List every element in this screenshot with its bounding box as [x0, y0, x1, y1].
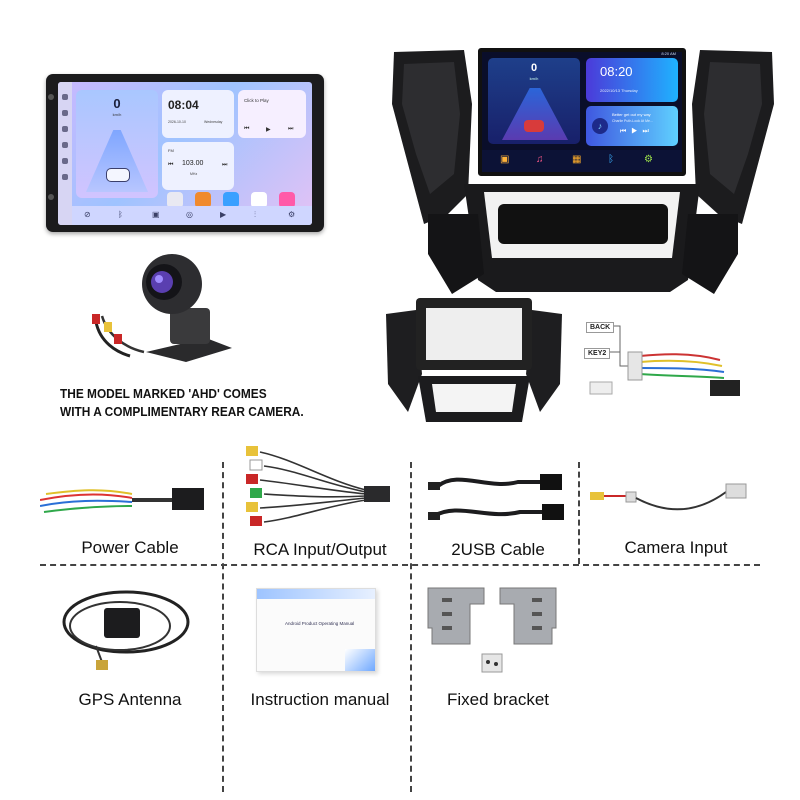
clock-time: 08:20	[600, 64, 633, 79]
camera-caption: THE MODEL MARKED 'AHD' COMES WITH A COMP…	[60, 387, 304, 419]
rca-cable-image	[246, 446, 390, 526]
playback-controls: ⏮▶⏭	[620, 128, 654, 135]
home-icon: ◎	[186, 210, 193, 219]
car-icon	[106, 168, 130, 182]
fm-frequency: 103.00	[182, 160, 204, 167]
media-icon: ▶	[220, 210, 227, 219]
grid-divider-horizontal	[40, 564, 760, 566]
speed-unit: km/h	[529, 76, 539, 81]
camera-input-label: Camera Input	[624, 538, 728, 557]
status-sidebar	[58, 82, 72, 225]
music-widget: Click to Play ⏮ ▶ ⏭	[238, 90, 306, 138]
grid-divider-vertical-2	[410, 462, 412, 792]
navigation-icon: ⊘	[84, 210, 91, 219]
power-cable-label: Power Cable	[81, 538, 179, 557]
song-artist: Charlie Puth-Look At Me...	[612, 119, 653, 123]
usb-cable-image	[428, 474, 564, 520]
camera-input-cable-image	[590, 483, 747, 511]
wiring-diagram-image	[589, 325, 740, 396]
dash-frame-graphic	[392, 50, 774, 294]
speed-widget: 0 km/h	[488, 58, 580, 144]
music-icon: ♫	[536, 154, 544, 165]
fm-widget: FM 103.00 MHz ⏮ ⏭	[162, 142, 234, 190]
fm-unit: MHz	[190, 172, 198, 176]
frame-screen: 8:20 AM 0 km/h 08:20 2022/10/13 Thursday…	[478, 48, 686, 176]
radio-icon: ▣	[500, 154, 510, 165]
manual-cover-text: Android Product Operating Manual	[285, 621, 355, 626]
music-prompt: Click to Play	[244, 98, 269, 103]
radio-icon: ▣	[152, 210, 160, 219]
instruction-manual-label: Instruction manual	[250, 690, 390, 709]
head-unit-screen: 0 km/h 08:04 2026-10-10 Wednesday Click …	[58, 82, 312, 225]
status-time: 8:20 AM	[661, 51, 676, 56]
song-title: Better get out my way	[612, 112, 651, 117]
clock-weekday: Wednesday	[204, 120, 223, 124]
gallery-icon	[223, 192, 239, 208]
prev-icon: ⏮	[168, 162, 174, 168]
bottom-dock: ⊘ ᛒ ▣ ◎ ▶ ⫶ ⚙	[72, 206, 312, 225]
next-icon: ⏭	[222, 162, 228, 168]
rca-cable-label: RCA Input/Output	[253, 540, 387, 559]
folder-icon	[195, 192, 211, 208]
fixed-bracket-label: Fixed bracket	[446, 690, 550, 709]
music-widget: ♪ Better get out my way Charlie Puth-Loo…	[586, 106, 678, 146]
clock-time: 08:04	[168, 98, 199, 112]
grid-divider-vertical-1	[222, 462, 224, 792]
fixed-bracket-image	[427, 587, 557, 673]
speed-unit: km/h	[112, 112, 122, 117]
bluetooth-icon: ᛒ	[118, 210, 123, 219]
usb-cable-label: 2USB Cable	[451, 540, 545, 559]
prev-icon: ⏮	[244, 126, 250, 132]
clock-widget: 08:04 2026-10-10 Wednesday	[162, 90, 234, 138]
speed-widget: 0 km/h	[76, 90, 158, 198]
key2-wire-tag: KEY2	[584, 348, 611, 359]
music-icon	[279, 192, 295, 208]
apps-icon: ▦	[572, 154, 582, 165]
play-icon: ▶	[266, 127, 271, 133]
gps-antenna-image	[62, 590, 190, 670]
settings-icon: ⚙	[288, 210, 296, 219]
equalizer-icon: ⫶	[254, 210, 256, 219]
next-icon: ⏭	[288, 126, 294, 132]
road-graphic	[86, 130, 148, 192]
reset-button	[48, 194, 54, 200]
power-cable-image	[40, 488, 204, 513]
road-graphic	[502, 88, 568, 140]
radio-icon	[167, 192, 183, 208]
speed-value: 0	[530, 62, 538, 74]
music-note-icon: ♪	[592, 118, 608, 134]
grid-divider-vertical-3	[578, 462, 580, 564]
head-unit-device: 0 km/h 08:04 2026-10-10 Wednesday Click …	[46, 74, 324, 232]
car-icon	[524, 120, 544, 132]
settings-icon: ⚙	[644, 154, 653, 165]
gps-antenna-label: GPS Antenna	[78, 690, 182, 709]
power-button	[48, 94, 54, 100]
bottom-dock: ▣ ♫ ▦ ᛒ ⚙	[482, 150, 682, 172]
fm-label: FM	[168, 148, 174, 153]
clock-widget: 08:20 2022/10/13 Thursday	[586, 58, 678, 102]
rear-camera-image	[92, 254, 232, 362]
instruction-manual-image: Android Product Operating Manual	[256, 588, 376, 672]
clock-date: 2022/10/13 Thursday	[600, 88, 638, 93]
clock-date: 2026-10-10	[168, 120, 186, 124]
mounting-frame-image	[386, 298, 562, 422]
speed-value: 0	[113, 96, 121, 111]
video-icon	[251, 192, 267, 208]
back-wire-tag: BACK	[586, 322, 615, 333]
bluetooth-icon: ᛒ	[608, 154, 614, 165]
